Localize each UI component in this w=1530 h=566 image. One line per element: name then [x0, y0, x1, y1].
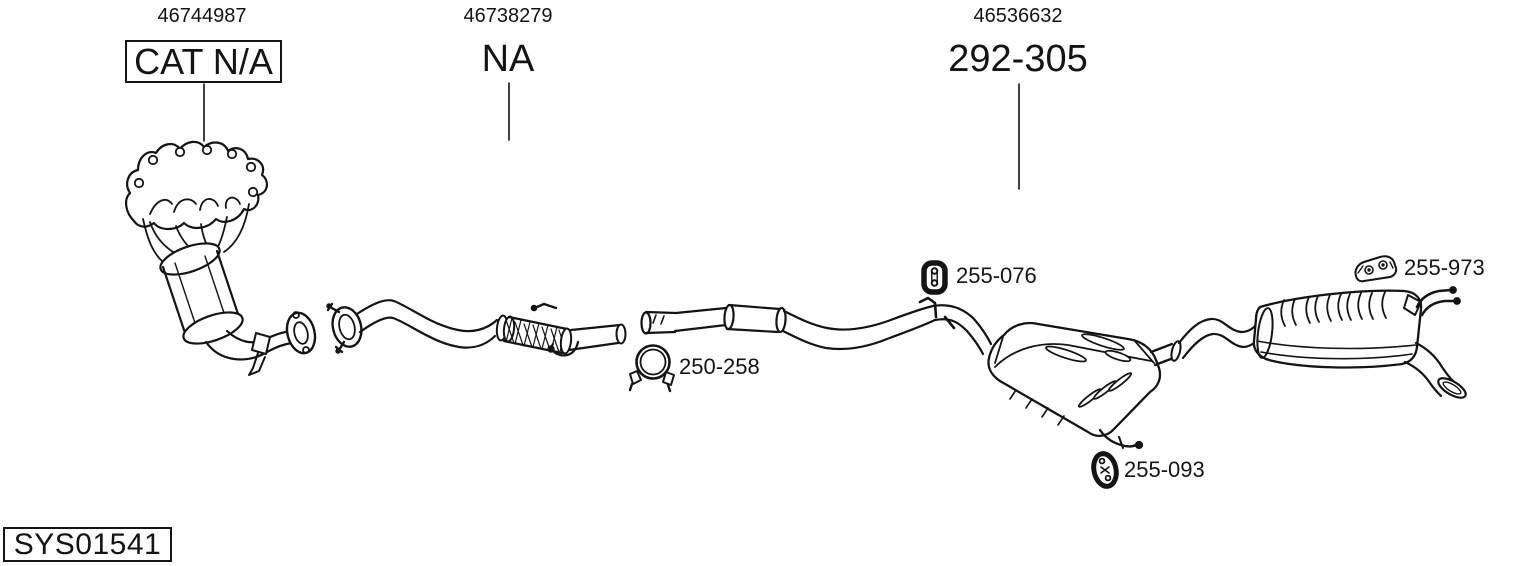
- rear-muffler-tailpipe-drawing: [1177, 286, 1467, 399]
- part-number-rear-system: 46536632: [973, 5, 1063, 27]
- middle-muffler-drawing: [987, 321, 1182, 450]
- part-number-catalyst: 46744987: [157, 5, 247, 27]
- catalyst-label: CAT N/A: [134, 40, 273, 82]
- manifold-catalyst-drawing: [124, 140, 317, 376]
- center-pipe-resonator-drawing: [640, 296, 993, 356]
- oval-rubber-hanger-icon: [1091, 451, 1119, 489]
- fitting-code-hanger-2: 255-093: [1124, 457, 1205, 482]
- system-code: SYS01541: [13, 527, 162, 561]
- fitting-code-clamp: 250-258: [679, 354, 760, 379]
- pipe-clamp-icon: [628, 344, 675, 393]
- fitting-code-bracket: 255-973: [1404, 255, 1485, 280]
- rear-system-label: 292-305: [948, 38, 1088, 80]
- leader-lines: [203, 82, 1020, 190]
- front-flex-pipe-drawing: [326, 299, 627, 357]
- fitting-code-hanger-1: 255-076: [956, 263, 1037, 288]
- part-number-front-pipe: 46738279: [463, 5, 553, 27]
- rubber-hanger-icon: [921, 260, 948, 295]
- mount-bracket-icon: [1354, 255, 1398, 283]
- catalyst-label-box: CAT N/A: [125, 40, 282, 83]
- front-pipe-label: NA: [481, 38, 535, 80]
- system-code-box: SYS01541: [3, 527, 172, 562]
